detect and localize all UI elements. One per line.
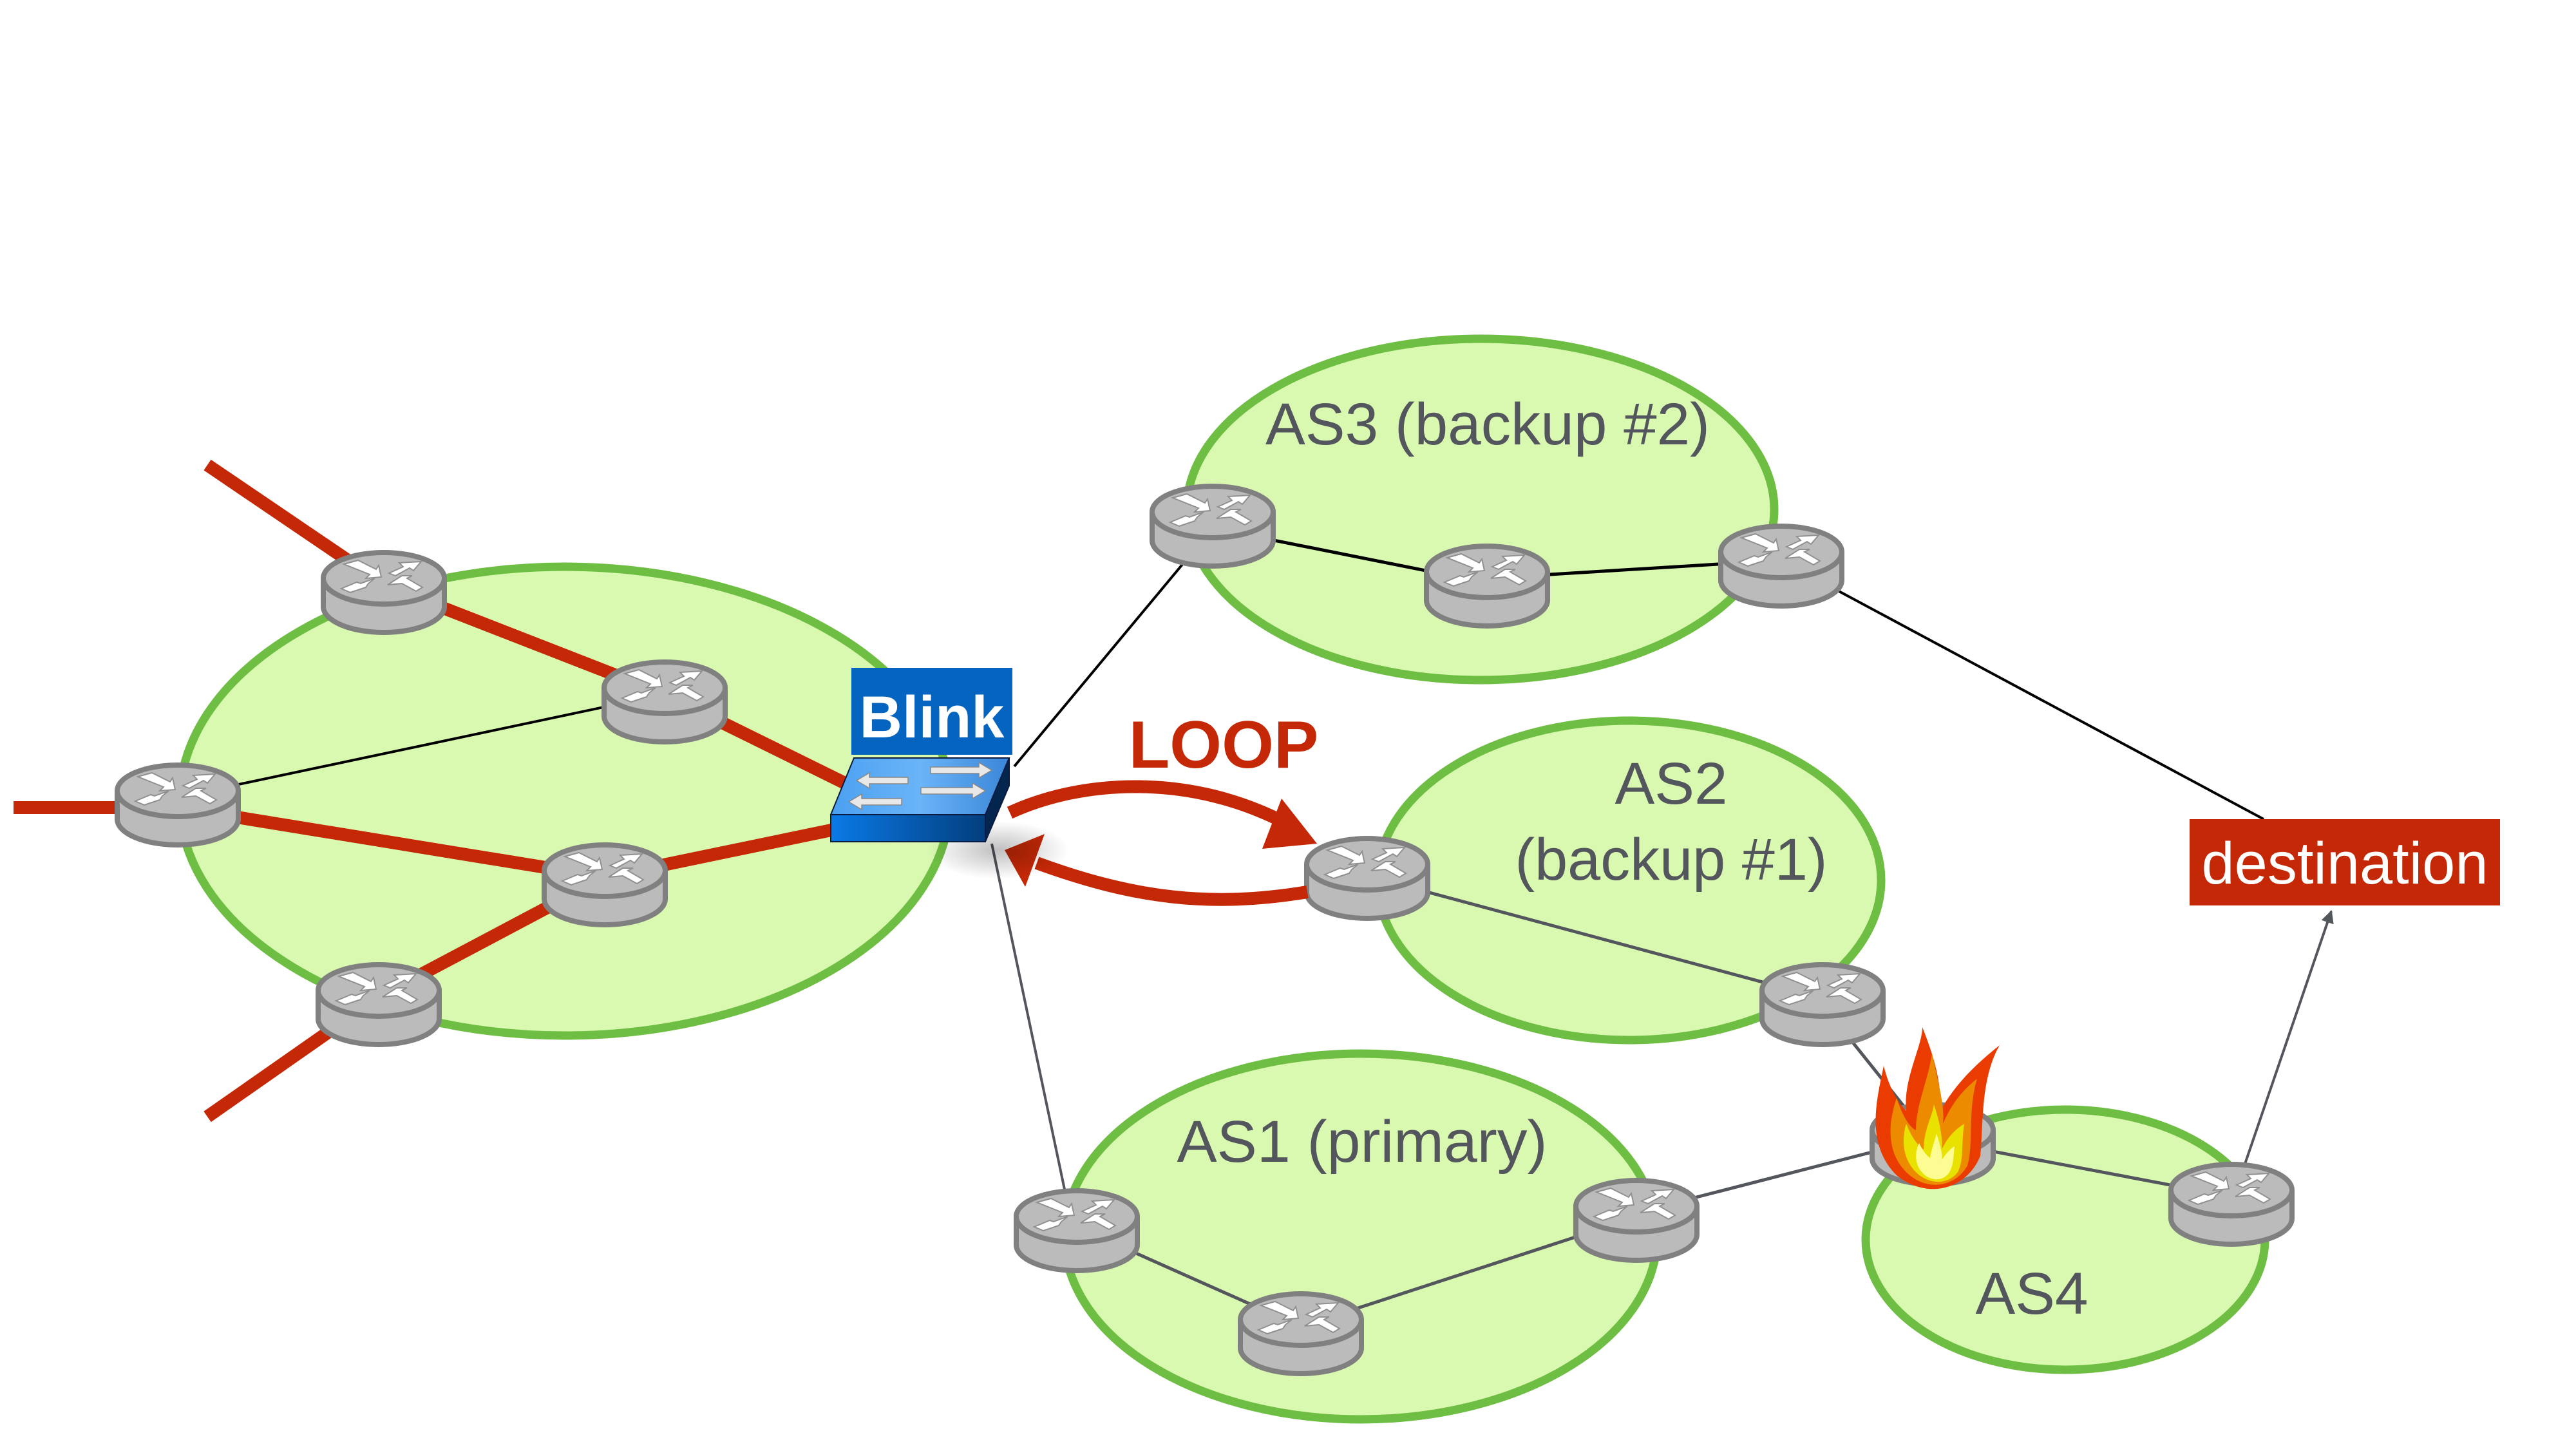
loop-label: LOOP <box>1129 708 1319 782</box>
link-r3-r2 <box>177 693 665 799</box>
fire-icon <box>1875 1027 2000 1189</box>
as2-label-line1: AS2 <box>1615 751 1728 817</box>
router-icon[interactable] <box>544 845 665 925</box>
destination-node[interactable]: destination <box>2190 819 2500 905</box>
router-icon[interactable] <box>323 553 444 632</box>
router-icon[interactable] <box>604 662 725 742</box>
loop-arrow-to-blink <box>1034 857 1309 906</box>
blink-label: Blink <box>860 685 1005 750</box>
switch-side-face <box>985 757 1010 842</box>
link-blink-f <box>990 843 1070 1211</box>
as1-label: AS1 (primary) <box>1177 1109 1548 1175</box>
as2-label-line2: (backup #1) <box>1515 827 1828 893</box>
blink-label-box <box>851 668 1012 755</box>
router-icon[interactable] <box>1721 526 1842 606</box>
link-d-e <box>1367 874 1823 1000</box>
router-icon[interactable] <box>117 765 238 845</box>
loop-arrow-to-as2 <box>1007 780 1291 830</box>
router-icon[interactable] <box>1016 1191 1137 1271</box>
router-icon[interactable] <box>1240 1294 1361 1374</box>
destination-label: destination <box>2202 831 2488 896</box>
router-icon[interactable] <box>318 965 439 1045</box>
loop-arrowhead-to-as2 <box>1262 799 1317 849</box>
blink-switch[interactable]: Blink <box>829 668 1069 879</box>
router-icon[interactable] <box>1762 965 1883 1045</box>
switch-arrows-icon <box>848 761 993 811</box>
link-j-destination <box>2243 910 2334 1166</box>
router-icon[interactable] <box>1426 546 1548 626</box>
destination-box <box>2190 819 2500 905</box>
source-network-region <box>175 562 954 1040</box>
switch-front-face <box>830 814 986 842</box>
as3-label: AS3 (backup #2) <box>1265 392 1710 457</box>
as4-label: AS4 <box>1976 1261 2088 1327</box>
link-c-destination <box>1781 559 2264 820</box>
router-icon[interactable] <box>1152 486 1273 566</box>
router-icon[interactable] <box>1576 1180 1697 1260</box>
link-blink-a <box>1013 527 1214 768</box>
router-icon[interactable] <box>1307 838 1428 918</box>
router-icon[interactable] <box>2171 1164 2292 1244</box>
traffic-r3-r4 <box>176 801 606 884</box>
